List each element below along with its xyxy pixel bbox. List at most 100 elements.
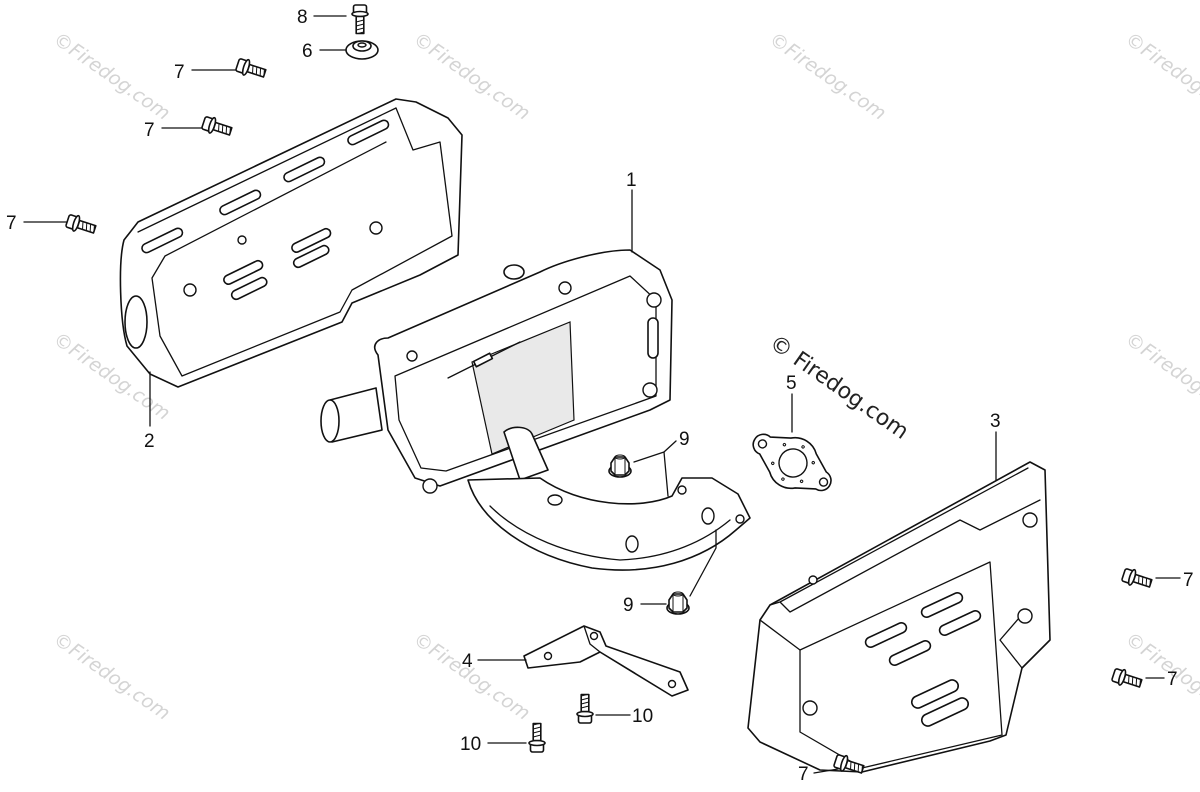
mounting-hole <box>237 235 247 245</box>
protector-side-edge <box>759 609 1027 669</box>
heat-shield-left-outline <box>119 98 463 388</box>
slot <box>292 244 330 269</box>
muffler-lower-guard-rim <box>489 505 731 561</box>
muffler-face-panel <box>394 275 657 472</box>
slot <box>910 679 960 709</box>
bolt-10 <box>528 722 546 753</box>
heat-shield-left-rim <box>151 107 453 377</box>
gasket-dots <box>771 442 815 484</box>
mounting-hole <box>677 485 687 495</box>
callout-label: 7 <box>798 764 809 785</box>
mounting-hole <box>802 700 818 716</box>
callouts: 8 6 7 7 7 1 2 5 9 3 9 7 7 4 10 10 7 <box>6 7 1194 785</box>
callout-label: 7 <box>1183 570 1194 591</box>
screw-7 <box>234 56 268 82</box>
protector-outline <box>747 461 1051 773</box>
screw-8 <box>351 4 369 35</box>
muffler-lower-guard-outline <box>467 477 751 571</box>
protector-top-flange <box>769 467 1041 613</box>
mounting-hole <box>735 514 745 524</box>
mounting-hole <box>543 651 553 661</box>
mounting-hole <box>589 631 599 641</box>
callout-label: 9 <box>623 595 634 616</box>
gasket <box>752 433 832 492</box>
mounting-hole <box>701 507 715 525</box>
slot <box>141 227 184 254</box>
muffler-outlet-end <box>320 399 340 443</box>
leader-line <box>663 451 669 497</box>
slot <box>291 227 332 253</box>
watermark-text: ©Firedog.com <box>409 628 534 725</box>
screw-7 <box>1110 666 1144 692</box>
leader-lines <box>23 15 1181 774</box>
callout-label: 7 <box>1167 669 1178 690</box>
mounting-hole <box>1017 608 1033 624</box>
watermark-text: ©Firedog.com <box>1121 28 1200 125</box>
muffler-cable-clip <box>472 352 494 368</box>
gasket-bolt-hole <box>818 477 829 487</box>
mounting-hole <box>646 292 662 308</box>
callout-label: 6 <box>302 41 313 62</box>
mounting-hole <box>183 283 197 297</box>
mounting-hole <box>422 478 438 494</box>
slot <box>347 119 390 146</box>
slot <box>920 592 964 618</box>
gasket-center-hole <box>778 448 808 478</box>
leader-line <box>633 440 677 463</box>
callout-label: 7 <box>6 213 17 234</box>
callout-label: 8 <box>297 7 308 28</box>
leader-line <box>689 529 717 597</box>
heat-shield-left-slots <box>141 119 390 301</box>
screw-7 <box>200 114 234 140</box>
slot <box>230 276 268 301</box>
mounting-hole <box>406 350 418 362</box>
protector-inner-panel <box>799 561 1003 769</box>
muffler-inlet-pipe <box>503 426 549 481</box>
mounting-hole <box>547 494 563 506</box>
muffler-lower-guard <box>467 477 751 571</box>
screw-7 <box>1120 566 1154 592</box>
nut-9 <box>666 591 690 615</box>
muffler-raised-panel <box>471 321 575 455</box>
watermark-text: ©Firedog.com <box>49 28 174 125</box>
slot <box>938 610 982 636</box>
bracket-bend <box>583 625 601 653</box>
mounting-hole <box>625 535 639 553</box>
nut-9 <box>608 454 632 478</box>
callout-label: 4 <box>462 651 473 672</box>
slot <box>888 640 932 666</box>
washer-6 <box>345 40 379 60</box>
muffler-protector-right <box>747 461 1051 773</box>
bracket-outline <box>523 625 689 697</box>
callout-label: 10 <box>632 706 653 727</box>
screw-7 <box>64 212 98 238</box>
bracket <box>523 625 689 697</box>
muffler-top-stub <box>503 264 525 280</box>
gasket-bolt-hole <box>757 439 768 449</box>
watermark-text: ©Firedog.com <box>1121 328 1200 425</box>
watermark-text: ©Firedog.com <box>49 628 174 725</box>
callout-label: 7 <box>144 120 155 141</box>
heat-shield-left <box>119 98 463 388</box>
slot <box>864 622 908 648</box>
bolt-10 <box>576 693 594 724</box>
muffler <box>320 249 673 494</box>
slot <box>219 189 262 216</box>
callout-label: 10 <box>460 734 481 755</box>
protector-slots <box>864 592 982 727</box>
slot <box>223 259 264 285</box>
leader-line <box>813 768 839 774</box>
callout-label: 7 <box>174 62 185 83</box>
muffler-side-slot <box>647 317 659 359</box>
mounting-hole <box>1022 512 1038 528</box>
callout-label: 2 <box>144 431 155 452</box>
watermark-text: ©Firedog.com <box>765 28 890 125</box>
callout-label: 9 <box>679 429 690 450</box>
heat-shield-left-edge <box>137 107 397 233</box>
slot <box>283 156 326 183</box>
slot <box>920 697 970 727</box>
callout-label: 3 <box>990 411 1001 432</box>
mounting-hole <box>369 221 383 235</box>
callout-label: 1 <box>626 170 637 191</box>
